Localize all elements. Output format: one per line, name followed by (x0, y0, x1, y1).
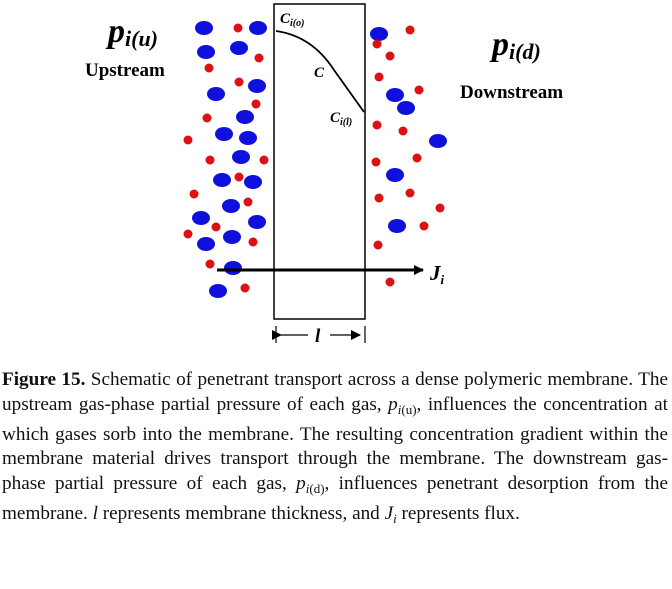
red-gas-molecule (233, 23, 243, 33)
red-gas-molecule (374, 72, 384, 82)
blue-gas-molecule (215, 127, 233, 141)
red-gas-molecule (414, 85, 424, 95)
blue-gas-molecule (223, 230, 241, 244)
blue-gas-molecule (209, 284, 227, 298)
gas-molecules (183, 21, 447, 298)
red-gas-molecule (234, 172, 244, 182)
blue-gas-molecule (248, 79, 266, 93)
blue-gas-molecule (249, 21, 267, 35)
red-gas-molecule (405, 188, 415, 198)
blue-gas-molecule (388, 219, 406, 233)
flux-label: Ji (429, 261, 445, 287)
blue-gas-molecule (197, 237, 215, 251)
conc-mid-label: C (314, 65, 325, 81)
blue-gas-molecule (230, 41, 248, 55)
blue-gas-molecule (195, 21, 213, 35)
blue-gas-molecule (429, 134, 447, 148)
red-gas-molecule (204, 63, 214, 73)
caption-text-3: , influences penetrant desorption from t… (2, 473, 668, 524)
red-gas-molecule (183, 135, 193, 145)
caption-p-down-sub: (d) (309, 481, 325, 497)
caption-p-up-sub: (u) (401, 401, 417, 417)
red-gas-molecule (371, 157, 381, 167)
blue-gas-molecule (232, 150, 250, 164)
red-gas-molecule (398, 126, 408, 136)
blue-gas-molecule (386, 88, 404, 102)
conc-bottom-label: Ci(l) (330, 110, 352, 128)
red-gas-molecule (373, 240, 383, 250)
membrane-figure: pi(u) Upstream pi(d) Downstream Ci(o) C … (85, 3, 563, 347)
blue-gas-molecule (207, 87, 225, 101)
red-gas-molecule (189, 189, 199, 199)
caption-text-4: represents membrane thickness, and (97, 502, 385, 524)
red-gas-molecule (419, 221, 429, 231)
red-gas-molecule (259, 155, 269, 165)
red-gas-molecule (385, 51, 395, 61)
caption-j-symbol: J (384, 502, 394, 524)
blue-gas-molecule (192, 211, 210, 225)
conc-top-label: Ci(o) (280, 11, 304, 29)
caption-p-up-sub-i: i (397, 401, 402, 417)
red-gas-molecule (248, 237, 258, 247)
red-gas-molecule (435, 203, 445, 213)
blue-gas-molecule (244, 175, 262, 189)
membrane (273, 3, 366, 320)
red-gas-molecule (240, 283, 250, 293)
caption-p-up: p (388, 393, 398, 415)
caption-p-down-sub-i: i (305, 481, 310, 497)
red-gas-molecule (243, 197, 253, 207)
red-gas-molecule (374, 193, 384, 203)
red-gas-molecule (385, 277, 395, 287)
blue-gas-molecule (224, 261, 242, 275)
red-gas-molecule (254, 53, 264, 63)
caption-j-sub: i (393, 510, 397, 526)
blue-gas-molecule (239, 131, 257, 145)
red-gas-molecule (372, 120, 382, 130)
red-gas-molecule (251, 99, 261, 109)
blue-gas-molecule (397, 101, 415, 115)
blue-gas-molecule (222, 199, 240, 213)
membrane-transport-diagram: pi(u) Upstream pi(d) Downstream Ci(o) C … (85, 3, 563, 347)
caption-figure-label: Figure 15. (2, 369, 86, 390)
caption-p-down: p (296, 473, 306, 495)
figure-caption: Figure 15. Schematic of penetrant transp… (2, 368, 668, 532)
caption-l-symbol: l (92, 502, 98, 524)
blue-gas-molecule (386, 168, 404, 182)
thickness-label: l (315, 326, 321, 347)
upstream-pressure-label: pi(u) (105, 13, 158, 51)
upstream-label: Upstream (85, 60, 165, 81)
red-gas-molecule (211, 222, 221, 232)
red-gas-molecule (372, 39, 382, 49)
red-gas-molecule (183, 229, 193, 239)
caption-text-2: , influences the concentration at which … (2, 393, 668, 495)
red-gas-molecule (234, 77, 244, 87)
concentration-profile-curve (275, 30, 365, 113)
red-gas-molecule (205, 155, 215, 165)
blue-gas-molecule (248, 215, 266, 229)
downstream-pressure-label: pi(d) (489, 26, 541, 64)
blue-gas-molecule (236, 110, 254, 124)
thickness-dimension: l (272, 326, 366, 347)
caption-text-1: Schematic of penetrant transport across … (2, 369, 668, 415)
blue-gas-molecule (197, 45, 215, 59)
caption-text-5: represents flux. (396, 502, 520, 524)
red-gas-molecule (205, 259, 215, 269)
red-gas-molecule (405, 25, 415, 35)
red-gas-molecule (412, 153, 422, 163)
downstream-label: Downstream (460, 82, 563, 103)
blue-gas-molecule (213, 173, 231, 187)
red-gas-molecule (202, 113, 212, 123)
blue-gas-molecule (370, 27, 388, 41)
